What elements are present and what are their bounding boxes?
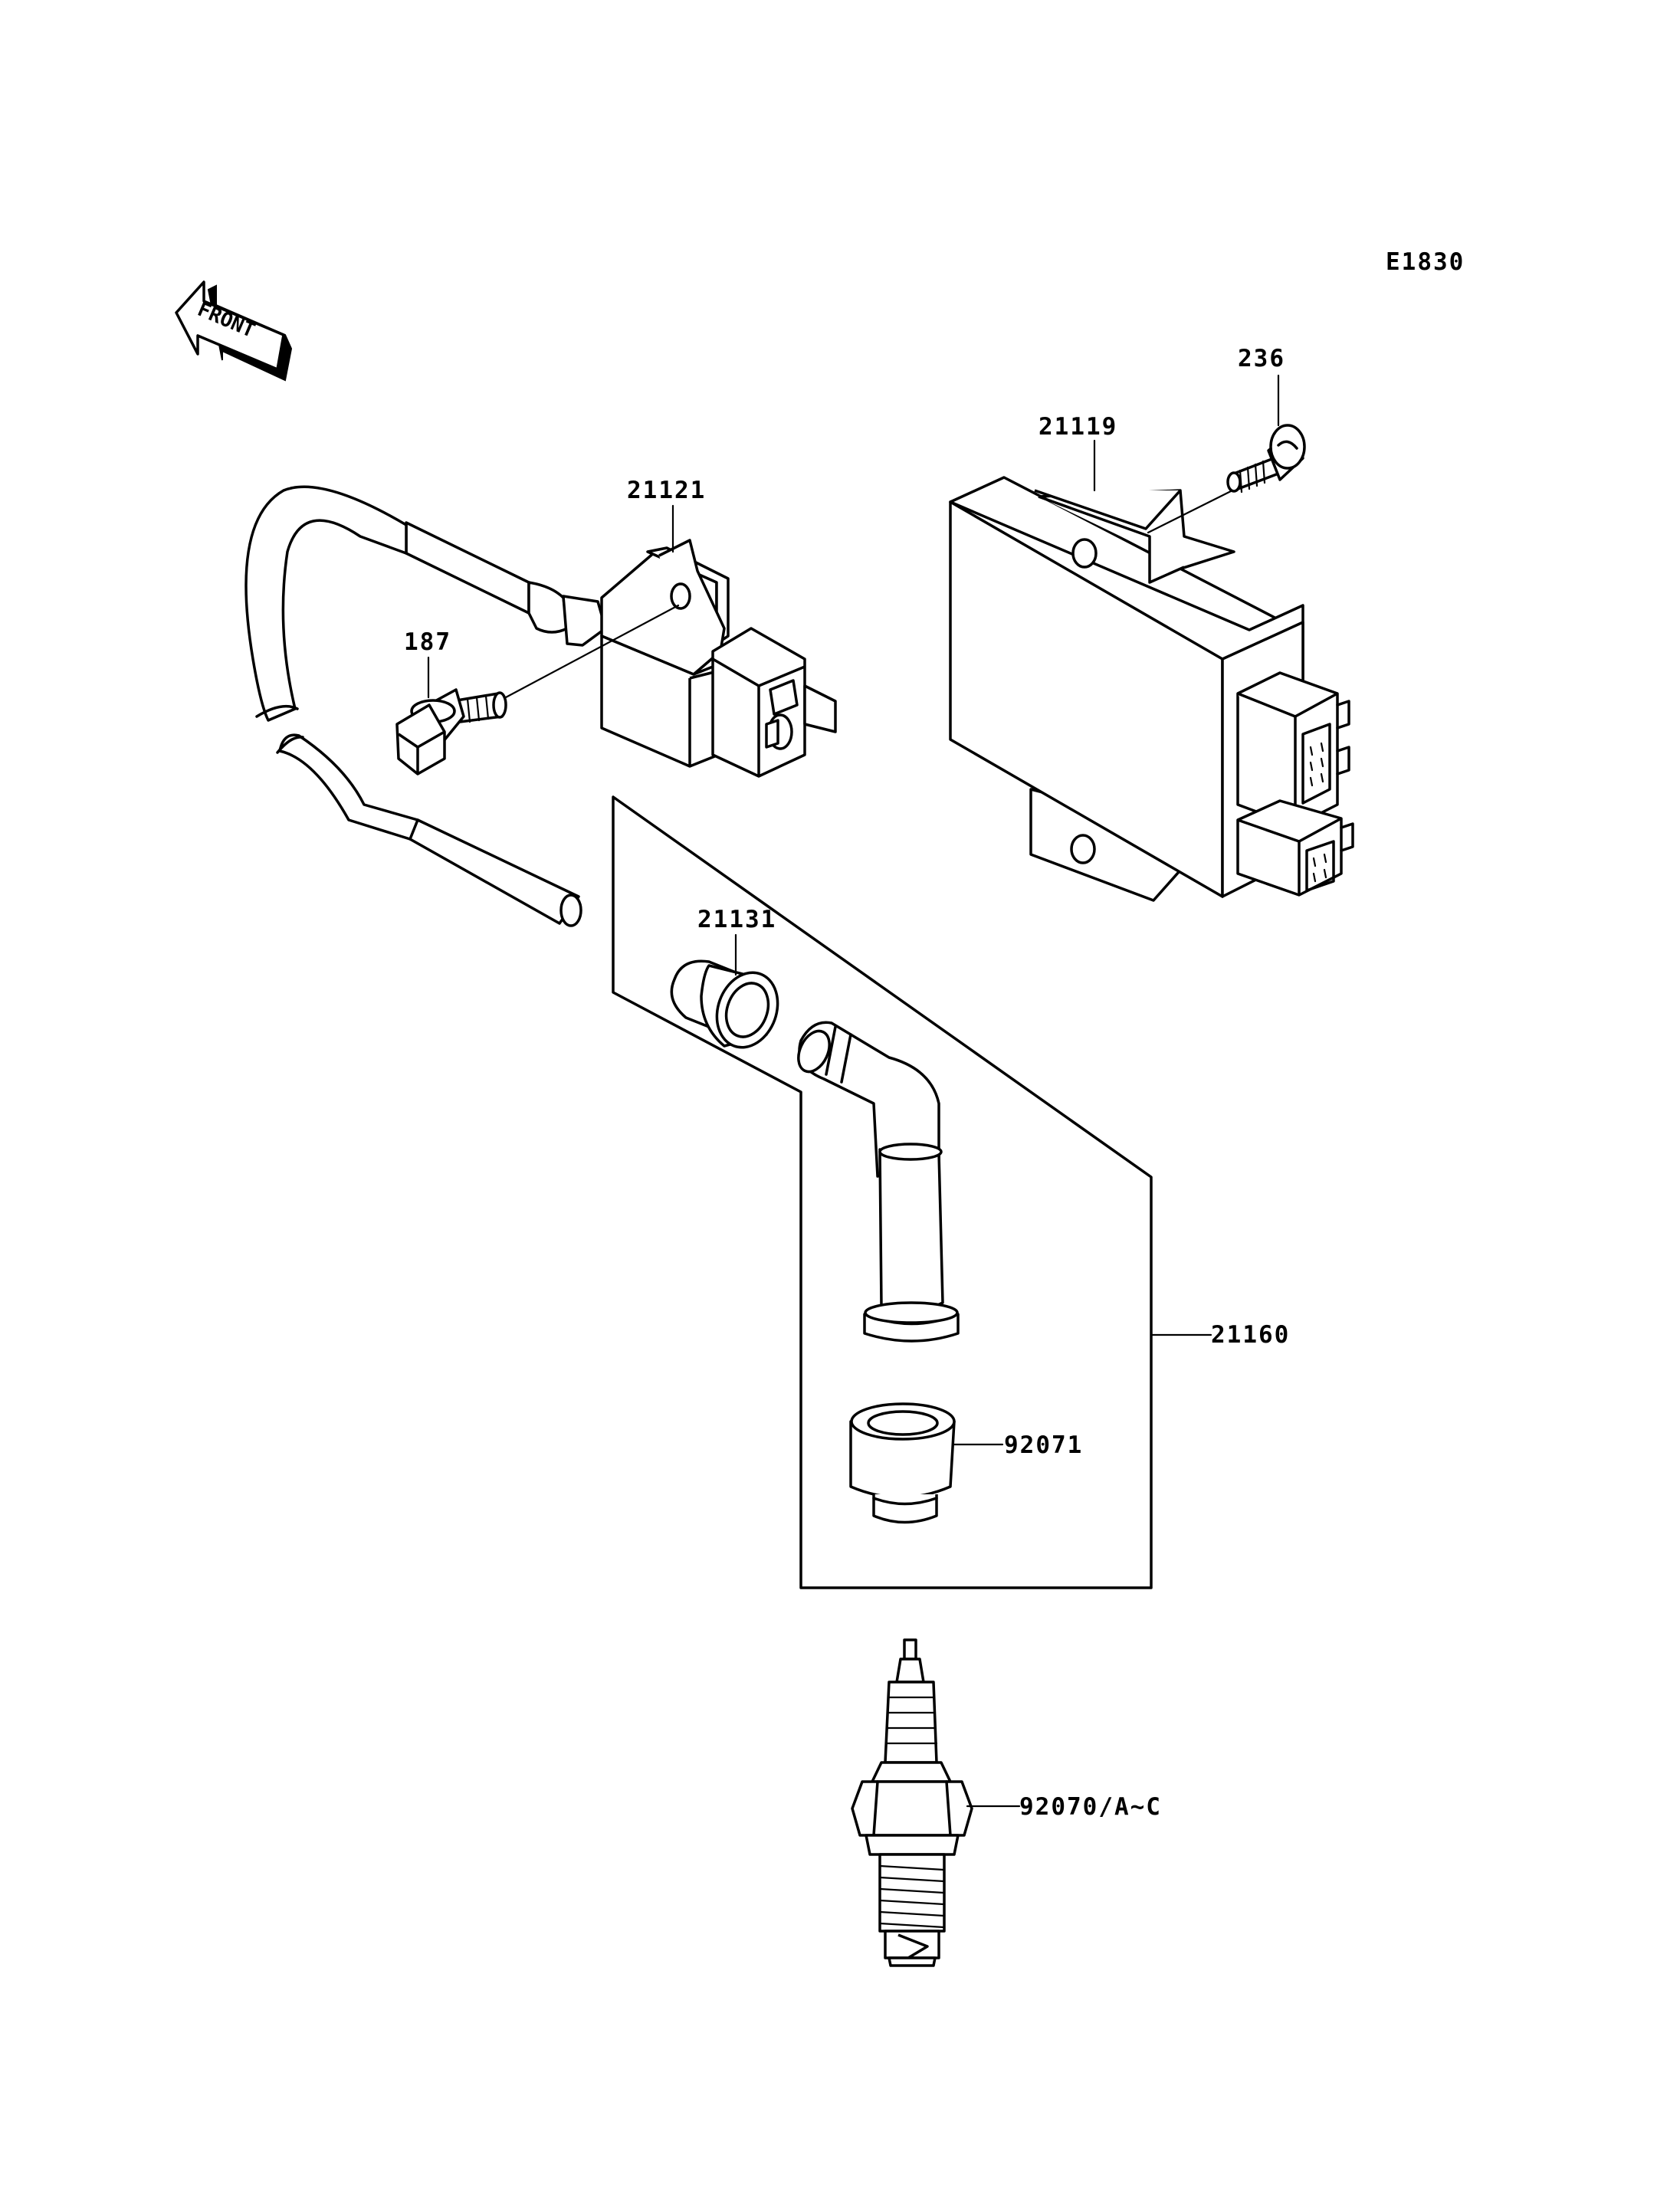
part-label-92071: 92071 (1004, 1431, 1083, 1459)
part-label-21119: 21119 (1039, 413, 1117, 441)
spark-plug-92070[interactable] (851, 1638, 973, 1967)
high-tension-lead (276, 733, 582, 927)
plug-cap-boot-92071[interactable] (849, 1402, 956, 1524)
part-label-187: 187 (404, 628, 451, 656)
diagram-code: E1830 (1386, 248, 1465, 276)
part-label-236: 236 (1238, 345, 1285, 372)
ignition-coil-21121[interactable] (244, 485, 837, 778)
part-label-21121: 21121 (627, 477, 706, 504)
front-arrow-icon: FRONT (175, 280, 293, 382)
cap-seal-21131[interactable] (670, 959, 788, 1056)
bolt-187[interactable] (395, 688, 507, 776)
part-label-21131: 21131 (697, 906, 776, 933)
screw-236[interactable] (1226, 424, 1306, 494)
plug-cap-21160[interactable] (792, 1021, 960, 1343)
part-label-92070: 92070/A~C (1019, 1793, 1162, 1821)
igniter-21119[interactable] (949, 476, 1354, 902)
assembly-outline-21160 (612, 795, 1153, 1589)
part-label-21160: 21160 (1211, 1321, 1290, 1349)
